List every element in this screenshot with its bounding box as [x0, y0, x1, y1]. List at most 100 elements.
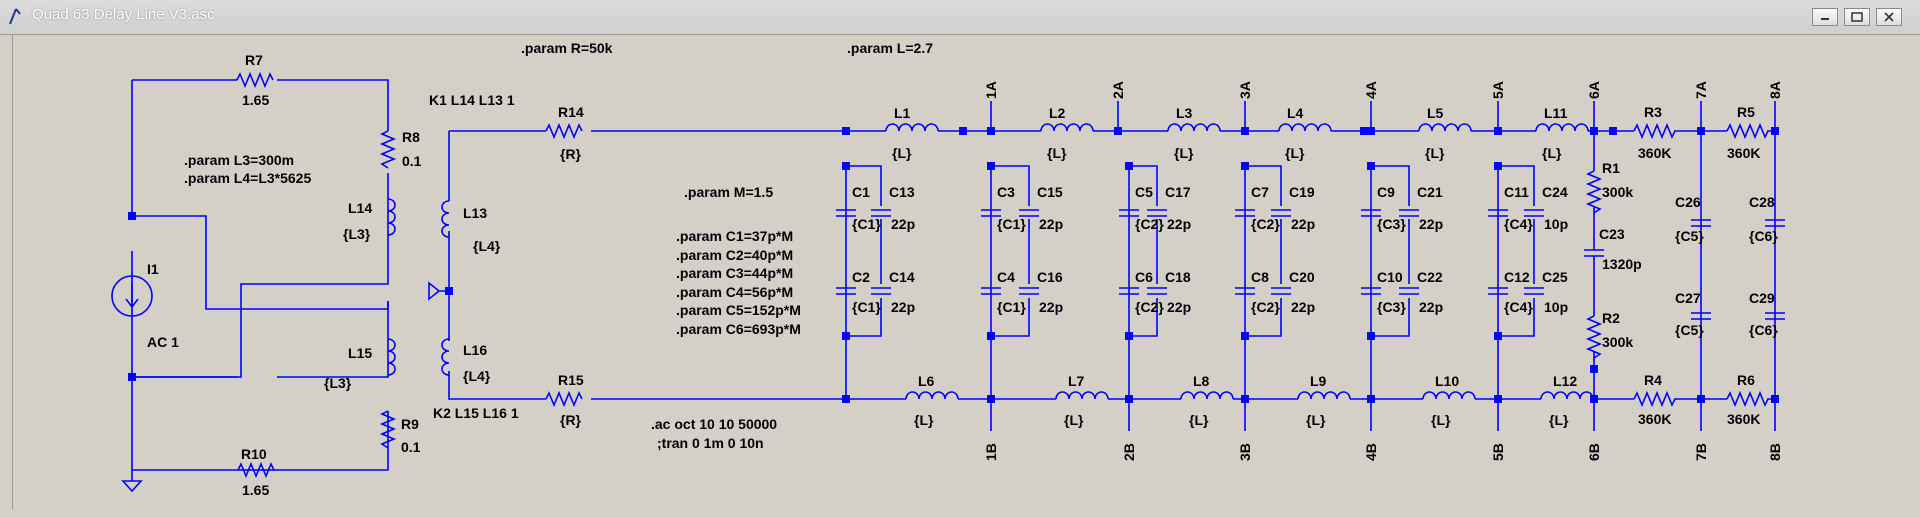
label-C27: C27 [1675, 290, 1701, 306]
label-R8: R8 [402, 129, 420, 145]
junction-dot [1367, 332, 1375, 340]
close-button[interactable] [1876, 8, 1902, 26]
capacitor-C13 [871, 209, 891, 217]
capacitor-C9 [1361, 209, 1381, 217]
label-C2: C2 [852, 269, 870, 285]
value-R10: 1.65 [242, 482, 269, 498]
junction-dot [1494, 332, 1502, 340]
junction-dot [1114, 127, 1122, 135]
maximize-icon [1851, 12, 1863, 22]
capacitor-C8 [1235, 287, 1255, 295]
value-R8: 0.1 [402, 153, 422, 169]
close-icon [1884, 12, 1894, 22]
value-C13: 22p [891, 216, 915, 232]
inductor-L4 [1278, 123, 1332, 132]
value-C7: {C2} [1251, 216, 1280, 232]
node-n2B: 2B [1121, 443, 1137, 461]
label-R4: R4 [1644, 372, 1662, 388]
ac-directive[interactable]: .ac oct 10 10 50000 [651, 416, 777, 432]
ladder-labels: L1{L}L2{L}L3{L}L4{L}L5{L}L11{L}L6{L}L7{L… [852, 81, 1783, 461]
label-L1: L1 [894, 105, 911, 121]
cap-link [1245, 165, 1282, 206]
junction-dot [1494, 127, 1502, 135]
value-C27: {C5} [1675, 322, 1704, 338]
param-m-directive[interactable]: .param M=1.5 [684, 184, 773, 200]
param-l-directive[interactable]: .param L=2.7 [847, 40, 933, 56]
value-C2: {C1} [852, 299, 881, 315]
capacitor-C12 [1488, 287, 1508, 295]
value-L12: {L} [1549, 412, 1569, 428]
value-R7: 1.65 [242, 92, 269, 108]
label-R14: R14 [558, 104, 584, 120]
value-C19: 22p [1291, 216, 1315, 232]
label-C21: C21 [1417, 184, 1443, 200]
value-R1: 300k [1602, 184, 1633, 200]
label-C3: C3 [997, 184, 1015, 200]
k2-directive[interactable]: K2 L15 L16 1 [433, 405, 519, 421]
label-L14: L14 [348, 200, 372, 216]
param-c4-directive[interactable]: .param C4=56p*M [676, 284, 793, 300]
value-C25: 10p [1544, 299, 1568, 315]
param-l4-directive[interactable]: .param L4=L3*5625 [184, 170, 311, 186]
left-driver [111, 71, 397, 493]
value-C23: 1320p [1602, 256, 1642, 272]
value-C17: 22p [1167, 216, 1191, 232]
value-C6: {C2} [1135, 299, 1164, 315]
label-C12: C12 [1504, 269, 1530, 285]
value-R9: 0.1 [401, 439, 421, 455]
param-c5-directive[interactable]: .param C5=152p*M [676, 302, 801, 318]
param-c3-directive[interactable]: .param C3=44p*M [676, 265, 793, 281]
value-L6: {L} [914, 412, 934, 428]
param-r-directive[interactable]: .param R=50k [521, 40, 613, 56]
inductor-L7 [1055, 391, 1109, 400]
param-c2-directive[interactable]: .param C2=40p*M [676, 247, 793, 263]
node-n2A: 2A [1110, 81, 1126, 99]
value-L1: {L} [892, 145, 912, 161]
label-C15: C15 [1037, 184, 1063, 200]
capacitor-C27 [1691, 312, 1711, 320]
junction-dot [1367, 162, 1375, 170]
label-C26: C26 [1675, 194, 1701, 210]
tran-directive[interactable]: ;tran 0 1m 0 10n [657, 435, 764, 451]
minimize-button[interactable] [1812, 8, 1838, 26]
directive-text: .param R=50k .param L=2.7 .param L3=300m… [184, 40, 933, 451]
value-C8: {C2} [1251, 299, 1280, 315]
title-bar: Quad 63 Delay Line V3.asc [0, 0, 1920, 35]
label-L9: L9 [1310, 373, 1327, 389]
resistor-R8 [379, 130, 397, 169]
label-R9: R9 [401, 416, 419, 432]
label-L6: L6 [918, 373, 935, 389]
capacitor-C14 [871, 287, 891, 295]
junction-dot [842, 127, 850, 135]
value-R15: {R} [560, 412, 582, 428]
cap-link-2 [1371, 219, 1410, 337]
node-n3B: 3B [1237, 443, 1253, 461]
label-C13: C13 [889, 184, 915, 200]
maximize-button[interactable] [1844, 8, 1870, 26]
param-c1-directive[interactable]: .param C1=37p*M [676, 228, 793, 244]
param-l3-directive[interactable]: .param L3=300m [184, 152, 294, 168]
resistor-R9 [379, 410, 397, 449]
value-C12: {C4} [1504, 299, 1533, 315]
inductor-L12 [1540, 391, 1594, 400]
junction-dot [1367, 127, 1375, 135]
value-C14: 22p [891, 299, 915, 315]
k1-directive[interactable]: K1 L14 L13 1 [429, 92, 515, 108]
inductor-L1 [885, 123, 939, 132]
schematic-canvas[interactable]: .param R=50k .param L=2.7 .param L3=300m… [12, 34, 1913, 510]
ground-flag [428, 281, 449, 301]
label-R15: R15 [558, 372, 584, 388]
value-L11: {L} [1542, 145, 1562, 161]
value-R3: 360K [1638, 145, 1671, 161]
junction-dot [1241, 332, 1249, 340]
label-L12: L12 [1553, 373, 1577, 389]
label-C7: C7 [1251, 184, 1269, 200]
value-C16: 22p [1039, 299, 1063, 315]
capacitor-C3 [981, 209, 1001, 217]
label-C20: C20 [1289, 269, 1315, 285]
resistor-R7 [236, 71, 274, 89]
param-c6-directive[interactable]: .param C6=693p*M [676, 321, 801, 337]
junction-dot [1241, 162, 1249, 170]
node-n3A: 3A [1237, 81, 1253, 99]
resistor-R4 [1633, 390, 1676, 408]
